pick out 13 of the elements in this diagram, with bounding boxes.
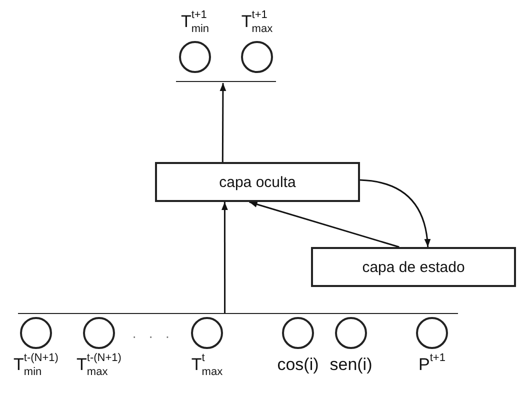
- hidden-layer-box: [155, 162, 360, 202]
- arrow: [249, 201, 400, 248]
- state-layer-box: [311, 247, 516, 287]
- output-layer-line: [176, 81, 276, 83]
- layer-label: capa oculta: [219, 174, 296, 190]
- variable-label: cos(i): [277, 356, 319, 373]
- arrow: [222, 202, 228, 313]
- layer-label: capa de estado: [362, 258, 465, 276]
- variable-label: sen(i): [330, 356, 372, 373]
- arrow: [360, 179, 430, 248]
- arrow: [220, 83, 226, 162]
- input-layer-line: [18, 313, 458, 315]
- ellipsis: · · ·: [132, 328, 174, 344]
